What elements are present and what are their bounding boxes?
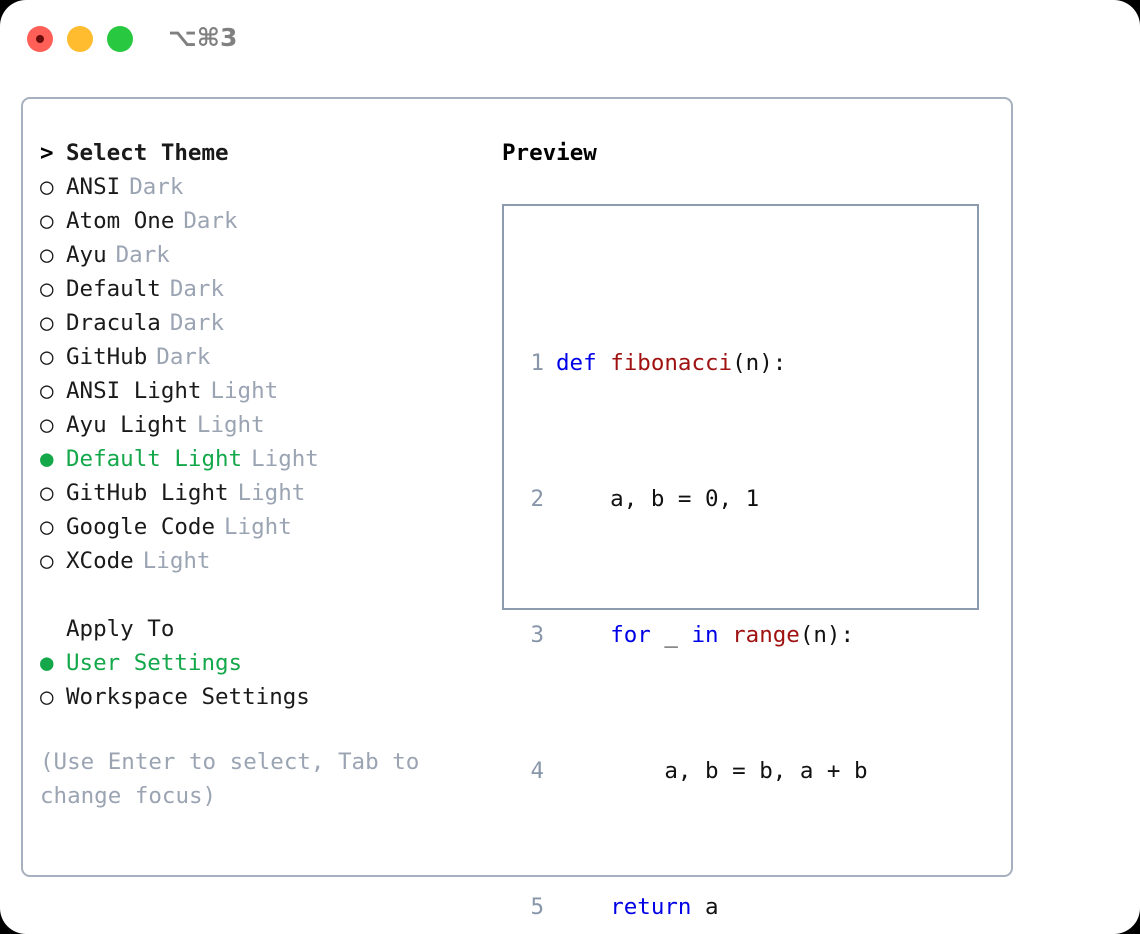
theme-option-google-code[interactable]: ○ Google Code Light — [40, 510, 490, 544]
theme-option-ayu-light[interactable]: ○ Ayu Light Light — [40, 408, 490, 442]
theme-tag: Light — [210, 378, 279, 404]
radio-unselected-icon: ○ — [40, 378, 54, 404]
code-token: def — [556, 350, 611, 376]
prompt-caret-icon: > — [40, 140, 54, 166]
radio-unselected-icon: ○ — [40, 684, 54, 710]
apply-to-label: User Settings — [66, 650, 243, 676]
theme-label: ANSI Light — [66, 378, 202, 404]
radio-unselected-icon: ○ — [40, 344, 54, 370]
theme-tag: Dark — [156, 344, 211, 370]
theme-tag: Light — [142, 548, 211, 574]
keyboard-shortcut-label: ⌥⌘3 — [168, 23, 238, 52]
theme-option-ayu-dark[interactable]: ○ Ayu Dark — [40, 238, 490, 272]
section-spacer — [40, 578, 490, 612]
theme-label: Google Code — [66, 514, 216, 540]
theme-tag: Dark — [183, 208, 238, 234]
theme-tag: Light — [224, 514, 292, 540]
code-token: in — [691, 622, 719, 648]
theme-option-xcode[interactable]: ○ XCode Light — [40, 544, 490, 578]
code-token: return — [610, 894, 692, 920]
code-token — [556, 894, 610, 920]
select-theme-heading-label: Select Theme — [66, 140, 229, 166]
radio-unselected-icon: ○ — [40, 276, 54, 302]
code-token: range — [732, 622, 800, 648]
theme-tag: Dark — [129, 174, 184, 200]
code-token: a, b = b, a + b — [556, 758, 868, 784]
select-theme-heading: > Select Theme — [40, 136, 490, 170]
radio-unselected-icon: ○ — [40, 310, 54, 336]
maximize-window-button[interactable] — [107, 26, 133, 52]
theme-tag: Dark — [169, 310, 225, 336]
theme-option-default-light[interactable]: ● Default Light Light — [40, 442, 490, 476]
radio-unselected-icon: ○ — [40, 208, 54, 234]
code-token — [556, 622, 610, 648]
theme-option-default-dark[interactable]: ○ Default Dark — [40, 272, 490, 306]
theme-option-github-light[interactable]: ○ GitHub Light Light — [40, 476, 490, 510]
theme-tag: Dark — [169, 276, 225, 302]
radio-unselected-icon: ○ — [40, 242, 54, 268]
line-number: 2 — [530, 486, 544, 512]
code-token: (n): — [732, 350, 787, 376]
theme-label: Ayu — [66, 242, 107, 268]
radio-unselected-icon: ○ — [40, 548, 54, 574]
code-token: fibonacci — [610, 350, 733, 376]
code-token — [719, 622, 733, 648]
apply-to-heading: Apply To — [40, 612, 490, 646]
code-token: (n): — [799, 622, 855, 648]
code-line: 1 def fibonacci(n): — [522, 346, 908, 380]
code-line: 4 a, b = b, a + b — [522, 754, 908, 788]
radio-unselected-icon: ○ — [40, 514, 54, 540]
theme-tag: Light — [237, 480, 306, 506]
theme-label: Dracula — [66, 310, 161, 336]
radio-unselected-icon: ○ — [40, 412, 54, 438]
line-number: 1 — [530, 350, 544, 376]
theme-tag: Light — [251, 446, 319, 472]
theme-label: GitHub Light — [66, 480, 229, 506]
code-token: _ — [650, 622, 692, 648]
radio-unselected-icon: ○ — [40, 174, 54, 200]
code-line: 5 return a — [522, 890, 908, 924]
title-bar: ⌥⌘3 — [0, 0, 1140, 80]
theme-option-github-dark[interactable]: ○ GitHub Dark — [40, 340, 490, 374]
line-number: 3 — [530, 622, 544, 648]
theme-label: Default Light — [66, 446, 243, 472]
apply-to-label: Workspace Settings — [66, 684, 310, 710]
close-window-button[interactable] — [27, 26, 53, 52]
apply-to-option-workspace-settings[interactable]: ○ Workspace Settings — [40, 680, 490, 714]
theme-tag: Dark — [115, 242, 170, 268]
code-token: for — [610, 622, 651, 648]
radio-selected-icon: ● — [40, 650, 54, 676]
apply-to-option-user-settings[interactable]: ● User Settings — [40, 646, 490, 680]
theme-label: Ayu Light — [66, 412, 188, 438]
line-number: 5 — [530, 894, 544, 920]
code-token: a, b = 0, 1 — [556, 486, 760, 512]
line-number: 4 — [530, 758, 544, 784]
radio-unselected-icon: ○ — [40, 480, 54, 506]
preview-heading: Preview — [502, 140, 597, 166]
apply-to-heading-label: Apply To — [66, 616, 175, 642]
theme-option-dracula-dark[interactable]: ○ Dracula Dark — [40, 306, 490, 340]
theme-label: Atom One — [66, 208, 175, 234]
theme-option-ansi-dark[interactable]: ○ ANSI Dark — [40, 170, 490, 204]
theme-tag: Light — [196, 412, 265, 438]
code-token: a — [691, 894, 719, 920]
code-line: 3 for _ in range(n): — [522, 618, 908, 652]
keyboard-hint-text: (Use Enter to select, Tab to change focu… — [40, 749, 420, 809]
theme-label: Default — [66, 276, 161, 302]
radio-selected-icon: ● — [40, 446, 54, 472]
code-line: 2 a, b = 0, 1 — [522, 482, 908, 516]
theme-label: ANSI — [66, 174, 121, 200]
theme-label: GitHub — [66, 344, 148, 370]
theme-label: XCode — [66, 548, 134, 574]
minimize-window-button[interactable] — [67, 26, 93, 52]
theme-option-atom-one-dark[interactable]: ○ Atom One Dark — [40, 204, 490, 238]
theme-option-ansi-light[interactable]: ○ ANSI Light Light — [40, 374, 490, 408]
